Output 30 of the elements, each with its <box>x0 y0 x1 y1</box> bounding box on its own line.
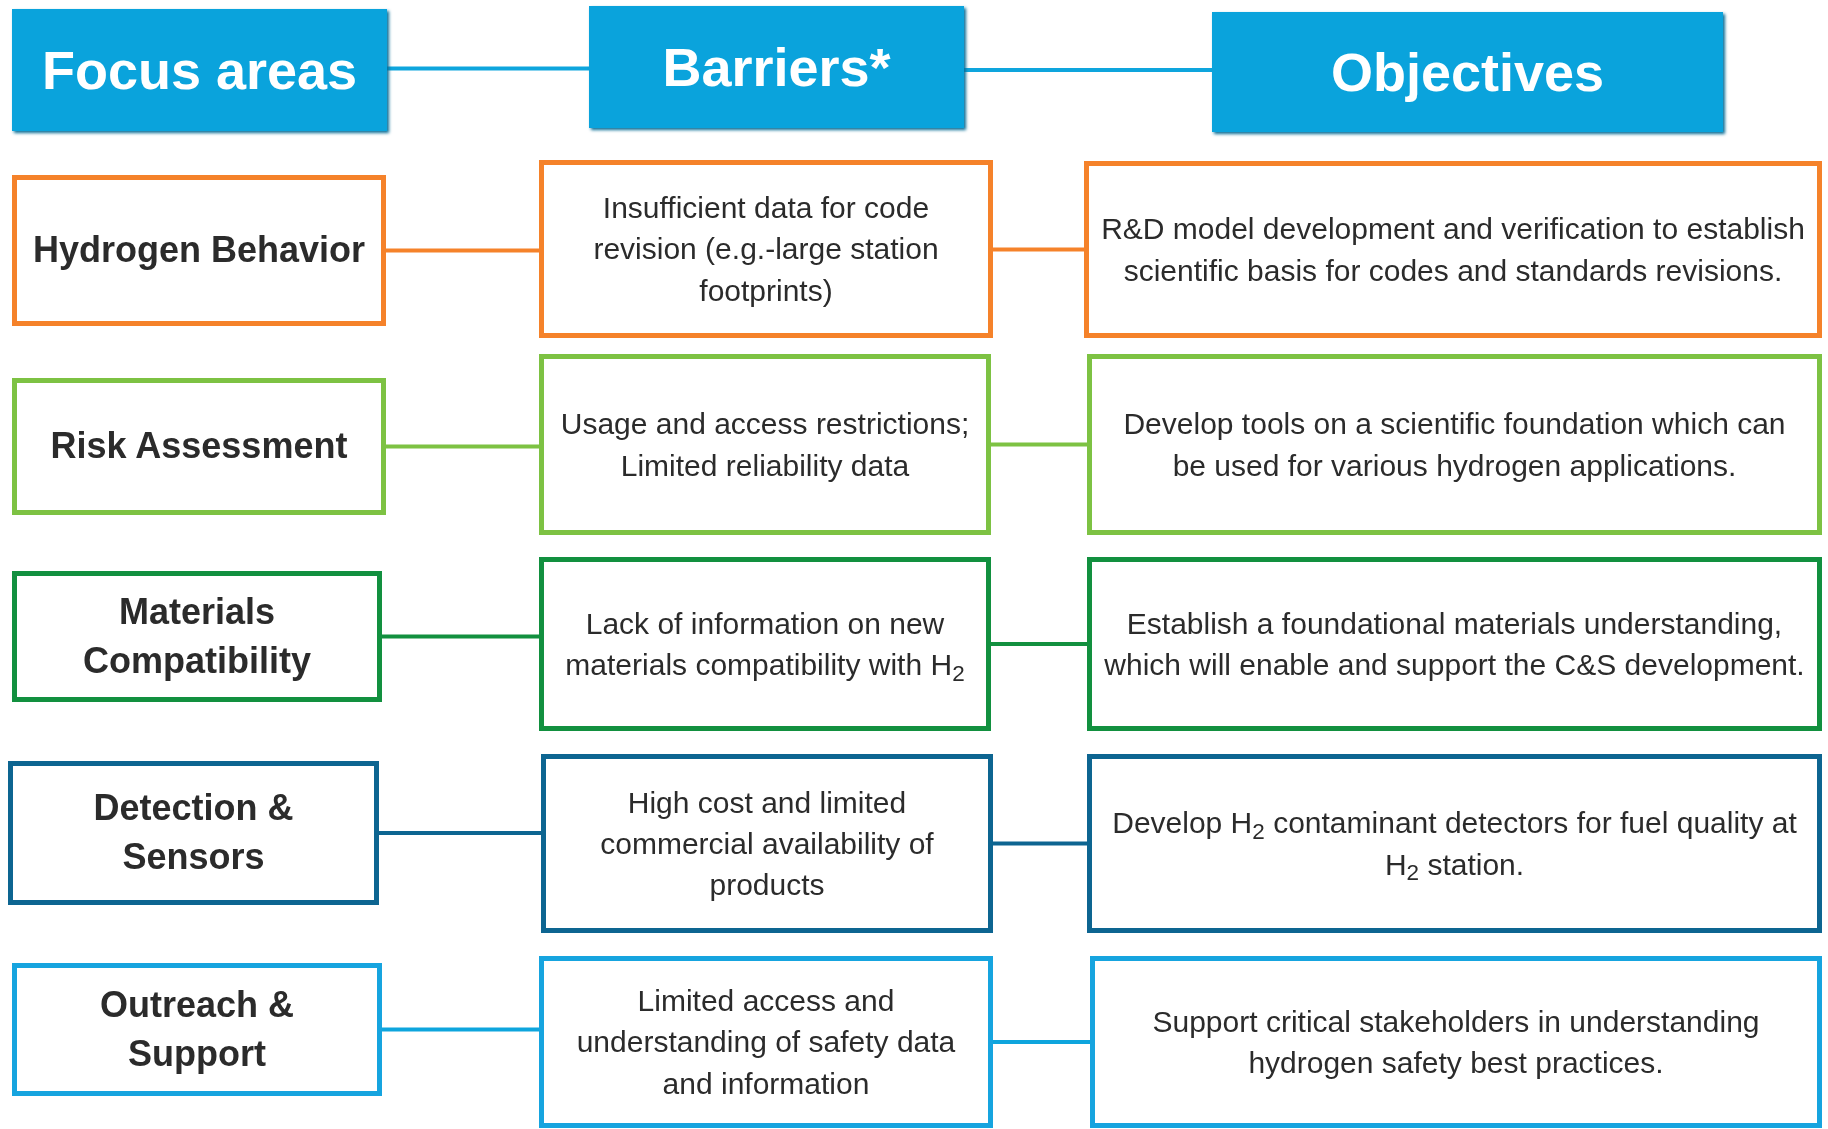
text-box: Usage and access restrictions; Limited reliability data <box>539 354 991 535</box>
connector-line <box>386 444 539 449</box>
column-header: Focus areas <box>12 9 387 131</box>
connector-line <box>991 642 1087 646</box>
connector-line <box>387 66 589 71</box>
text-box: Limited access and understanding of safety data and information <box>539 956 993 1128</box>
connector-line <box>382 634 539 639</box>
connector-line <box>382 1027 539 1032</box>
focus-area-box: Outreach & Support <box>12 963 382 1096</box>
connector-line <box>991 442 1087 447</box>
connector-line <box>993 841 1087 846</box>
connector-line <box>379 831 541 835</box>
connector-line <box>993 1040 1090 1044</box>
focus-area-box: Hydrogen Behavior <box>12 175 386 326</box>
text-box: Establish a foundational materials understanding, which will enable and support the C&S development. <box>1087 557 1822 731</box>
focus-area-box: Materials Compatibility <box>12 571 382 702</box>
text-box: Develop tools on a scientific foundation which can be used for various hydrogen applications. <box>1087 354 1822 535</box>
connector-line <box>993 247 1084 252</box>
column-header: Objectives <box>1212 12 1723 132</box>
connector-line <box>964 68 1212 72</box>
text-box: Develop H$_{2}$ contaminant detectors for fuel quality at H$_{2}$ station. <box>1087 754 1822 933</box>
text-box: High cost and limited commercial availability of products <box>541 754 993 933</box>
text-box: R&D model development and verification to establish scientific basis for codes and standards revisions. <box>1084 161 1822 338</box>
text-box: Insufficient data for code revision (e.g.-large station footprints) <box>539 160 993 338</box>
focus-area-box: Risk Assessment <box>12 378 386 515</box>
focus-area-box: Detection & Sensors <box>8 761 379 905</box>
connector-line <box>386 248 539 253</box>
text-box: Support critical stakeholders in understanding hydrogen safety best practices. <box>1090 956 1822 1128</box>
column-header: Barriers* <box>589 6 964 128</box>
text-box: Lack of information on new materials compatibility with H$_{2}$ <box>539 557 991 731</box>
